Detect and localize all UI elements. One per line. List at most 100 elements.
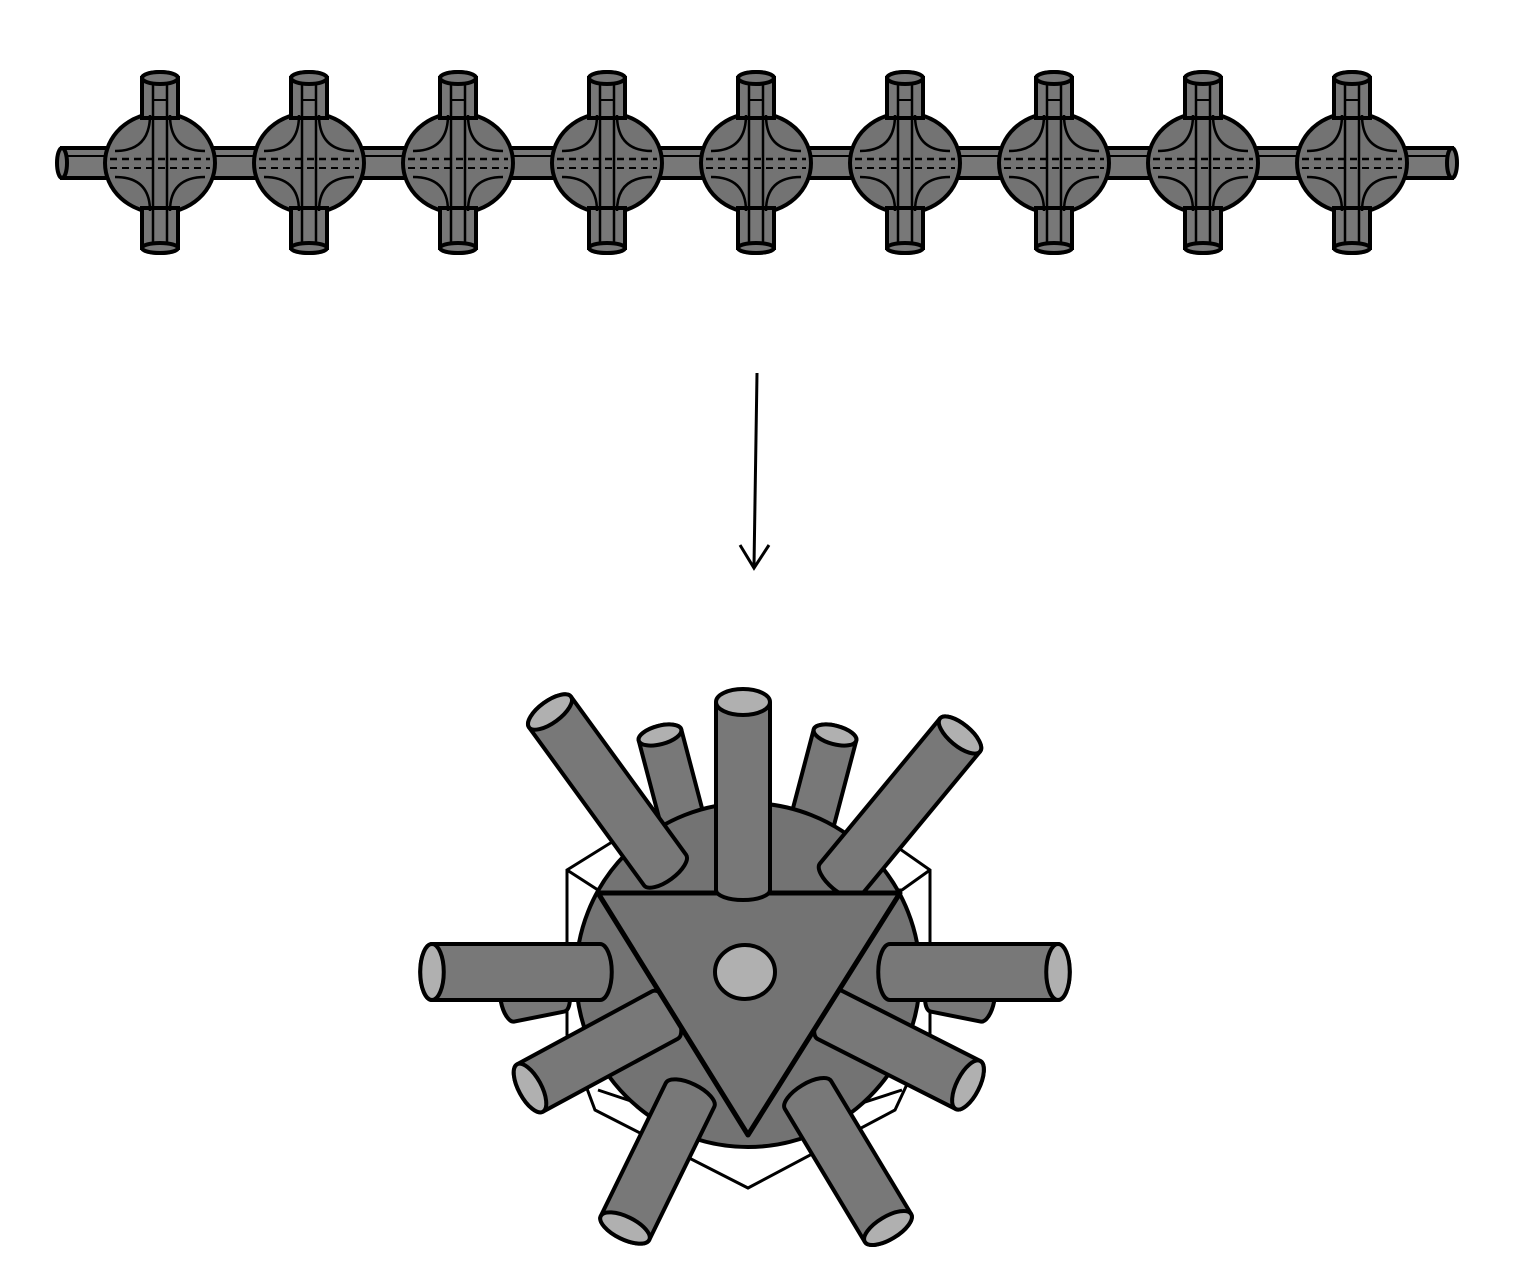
- top-port-cap: [587, 70, 627, 86]
- backbone-right-end: [1445, 146, 1459, 180]
- junction-curve: [1062, 175, 1100, 212]
- tube-body: [876, 942, 1072, 1002]
- tube-end-cap: [636, 722, 684, 748]
- top-port-cap: [736, 70, 776, 86]
- junction-curve: [1306, 114, 1344, 153]
- junction-curve: [913, 114, 951, 153]
- junction-curve: [168, 114, 206, 153]
- tube-body-group: [816, 714, 984, 901]
- bottom-port-cap: [885, 241, 925, 255]
- junction-curve: [168, 175, 206, 212]
- junction-curve: [1062, 114, 1100, 153]
- tube-body: [418, 942, 614, 1002]
- top-port-cap: [1332, 70, 1372, 86]
- backbone-left-end: [55, 146, 69, 180]
- front-port-opening: [713, 943, 777, 1001]
- chain-module: [997, 70, 1111, 255]
- bottom-port-cap: [1332, 241, 1372, 255]
- radial-tube: [526, 692, 689, 890]
- tube-end-cap: [862, 1209, 914, 1247]
- top-tube-cap: [714, 687, 772, 717]
- bottom-port-cap: [438, 241, 478, 255]
- arrow-shaft: [752, 372, 759, 567]
- junction-curve: [1360, 175, 1398, 212]
- junction-curve: [263, 175, 301, 212]
- module-sphere: [1295, 111, 1409, 215]
- bottom-port-cap: [736, 241, 776, 255]
- tube-end-cap: [950, 1058, 986, 1112]
- tube-end-cap: [511, 1061, 549, 1115]
- bottom-port-cap: [289, 241, 329, 255]
- module-sphere: [699, 111, 813, 215]
- top-port-cap: [289, 70, 329, 86]
- top-port-cap: [1034, 70, 1074, 86]
- chain-module: [1146, 70, 1260, 255]
- junction-curve: [466, 114, 504, 153]
- junction-curve: [859, 175, 897, 212]
- junction-curve: [710, 175, 748, 212]
- radial-tube: [876, 942, 1072, 1002]
- junction-curve: [764, 114, 802, 153]
- tube-body-group: [876, 942, 1072, 1002]
- junction-curve: [615, 114, 653, 153]
- tube-end-cap: [811, 722, 859, 748]
- tube-end-cap: [598, 1210, 652, 1246]
- top-port-cap: [438, 70, 478, 86]
- module-sphere: [103, 111, 217, 215]
- junction-curve: [1157, 114, 1195, 153]
- chain-module: [1295, 70, 1409, 255]
- module-sphere: [1146, 111, 1260, 215]
- junction-curve: [263, 114, 301, 153]
- junction-curve: [561, 114, 599, 153]
- junction-curve: [412, 175, 450, 212]
- junction-curve: [1008, 175, 1046, 212]
- chain-module: [699, 70, 813, 255]
- junction-curve: [913, 175, 951, 212]
- linear-chain-of-modules: [55, 70, 1459, 255]
- top-port-cap: [885, 70, 925, 86]
- transition-arrow: [738, 372, 771, 571]
- junction-curve: [466, 175, 504, 212]
- module-sphere: [997, 111, 1111, 215]
- chain-module: [103, 70, 217, 255]
- bottom-port-cap: [140, 241, 180, 255]
- module-sphere: [550, 111, 664, 215]
- junction-curve: [1211, 175, 1249, 212]
- outer-tubes: [418, 692, 1072, 1247]
- radial-tube: [816, 714, 984, 901]
- radial-tube: [598, 1077, 717, 1246]
- radial-tube: [418, 942, 614, 1002]
- junction-curve: [615, 175, 653, 212]
- tube-end-cap: [936, 714, 984, 756]
- top-tube-body: [714, 702, 772, 902]
- tube-end-cap: [1044, 942, 1072, 1002]
- chain-module: [401, 70, 515, 255]
- tube-end-cap: [418, 942, 446, 1002]
- junction-curve: [764, 175, 802, 212]
- top-vertical-tube: [714, 687, 772, 902]
- chain-module: [252, 70, 366, 255]
- arrow-head: [738, 544, 771, 571]
- junction-curve: [710, 114, 748, 153]
- junction-curve: [1360, 114, 1398, 153]
- junction-curve: [859, 114, 897, 153]
- junction-curve: [561, 175, 599, 212]
- tube-body-group: [526, 692, 689, 890]
- bottom-port-cap: [1034, 241, 1074, 255]
- tube-end-cap: [526, 692, 574, 732]
- junction-curve: [1211, 114, 1249, 153]
- junction-curve: [1008, 114, 1046, 153]
- bottom-port-cap: [1183, 241, 1223, 255]
- tube-body-group: [598, 1077, 717, 1246]
- junction-curve: [317, 114, 355, 153]
- junction-curve: [1306, 175, 1344, 212]
- tube-body-group: [418, 942, 614, 1002]
- top-port-cap: [1183, 70, 1223, 86]
- top-port-cap: [140, 70, 180, 86]
- module-sphere: [401, 111, 515, 215]
- junction-curve: [114, 114, 152, 153]
- junction-curve: [412, 114, 450, 153]
- radial-tube: [782, 1076, 914, 1247]
